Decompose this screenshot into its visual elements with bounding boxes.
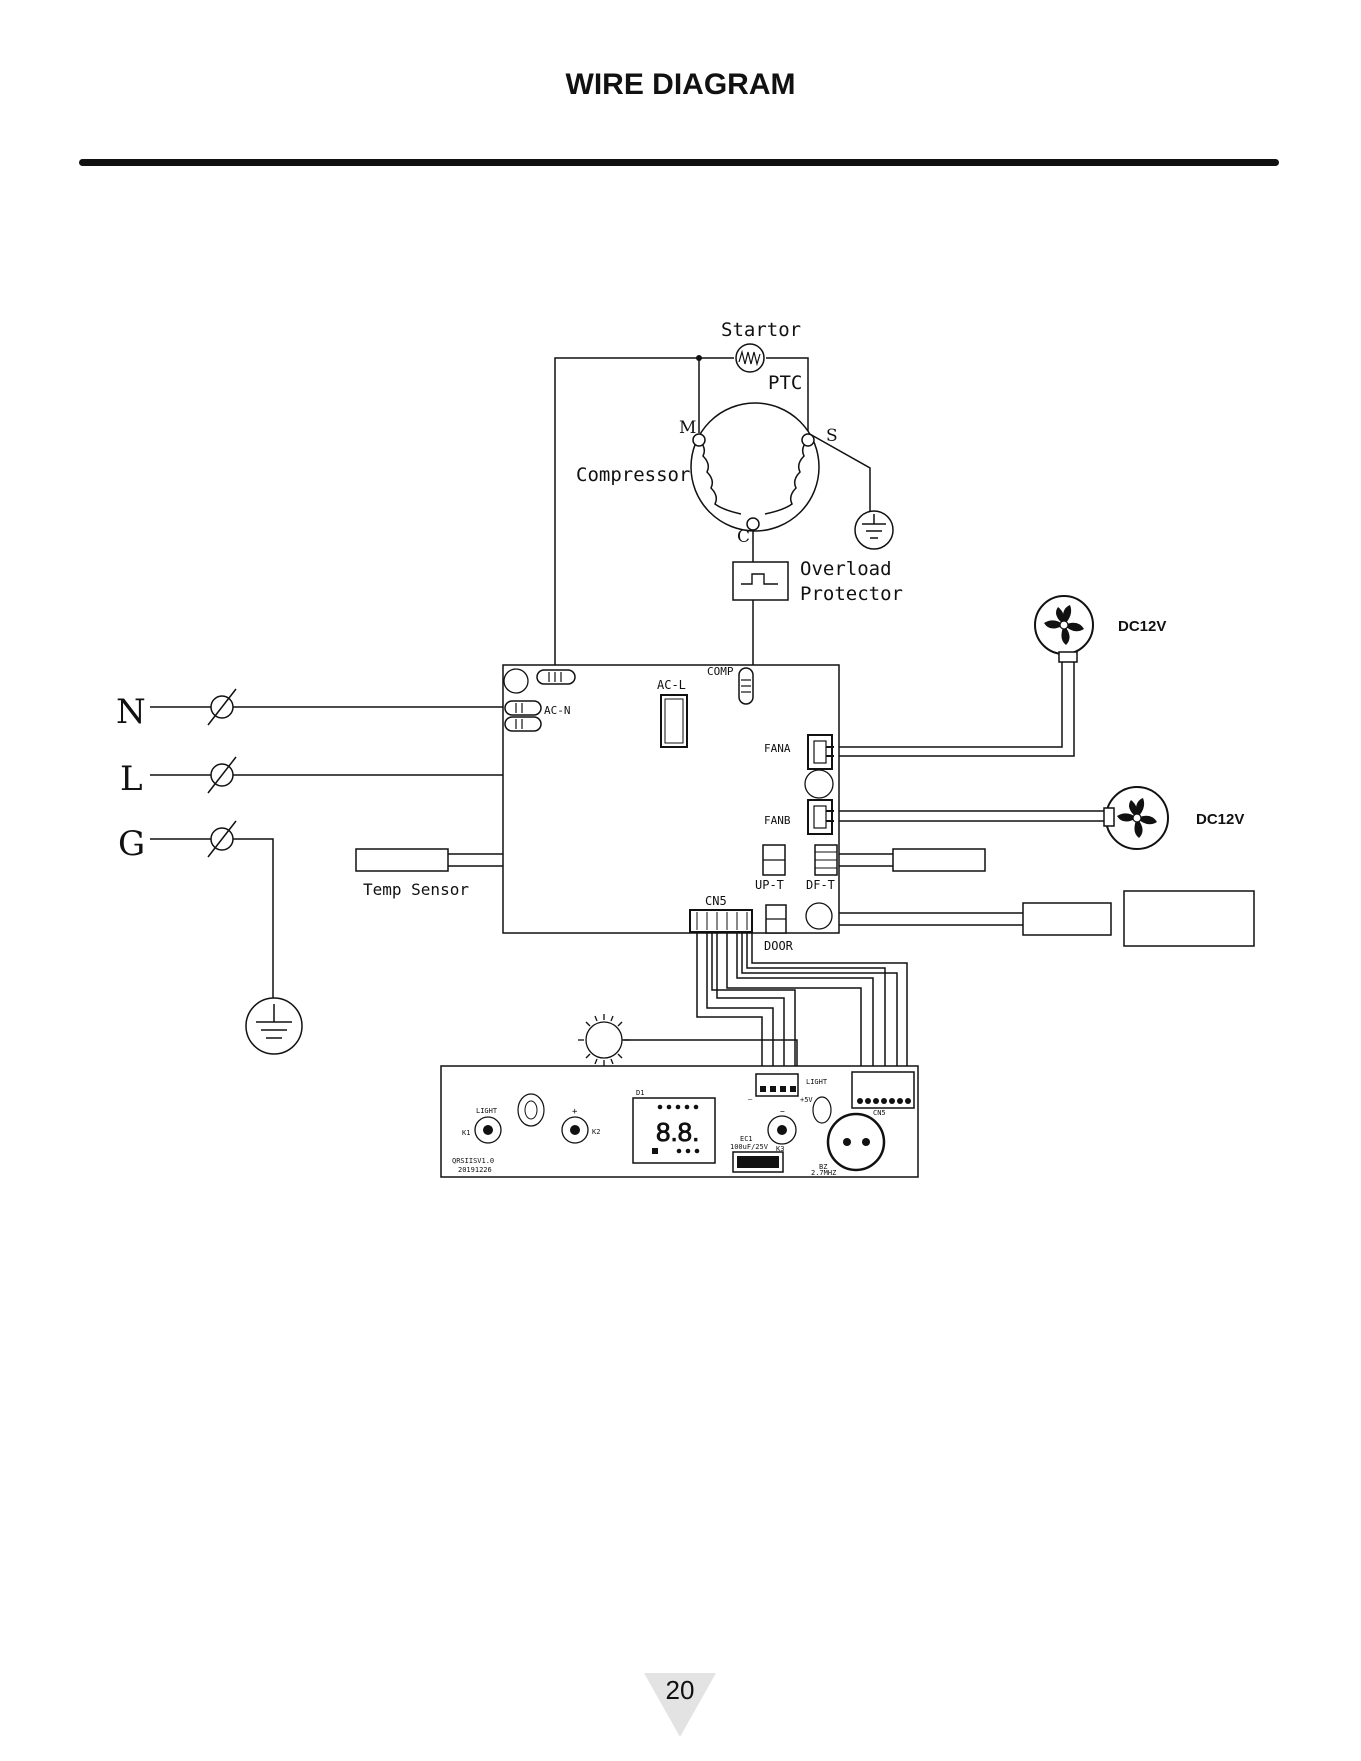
wire-fana	[830, 660, 1062, 747]
board-mount-hole	[806, 903, 832, 929]
wire-fana-2	[830, 660, 1074, 756]
compressor-ground-icon	[855, 511, 893, 549]
bz-label-line2: 2.7MHZ	[811, 1169, 836, 1177]
defrost-sensor-probe	[893, 849, 985, 871]
ec1-capacitor	[733, 1152, 783, 1172]
k2-button[interactable]	[562, 1117, 588, 1143]
display-light-right-label: LIGHT	[806, 1078, 828, 1086]
overload-label-line1: Overload	[800, 558, 892, 580]
display-digits: 8.8.	[656, 1117, 699, 1147]
ec1-label-line1: EC1	[740, 1135, 753, 1143]
fana-label: FANA	[764, 742, 791, 755]
door-connector	[766, 905, 786, 933]
fanb-connector	[808, 800, 834, 834]
fan-a-voltage-label: DC12V	[1118, 618, 1166, 635]
display-cn5-connector	[852, 1072, 914, 1108]
terminal-m-label: M	[679, 418, 696, 438]
ec1-label-line2: 100uF/25V	[730, 1143, 769, 1151]
temp-sensor-probe	[356, 849, 448, 871]
overload-label-line2: Protector	[800, 583, 903, 605]
plus5v-label: +5V	[800, 1096, 813, 1104]
door-switch	[1023, 903, 1111, 935]
lamp-icon	[578, 1014, 630, 1066]
terminal-g-icon	[208, 821, 236, 857]
overload-protector-icon	[733, 562, 788, 600]
compressor-label: Compressor	[576, 464, 690, 486]
model-label-line2: 20191226	[458, 1166, 492, 1174]
k1-label: K1	[462, 1129, 470, 1137]
mains-g-label: G	[118, 824, 145, 864]
terminal-s-label: S	[826, 426, 838, 446]
ac-startor-connector	[537, 670, 575, 684]
page-number: 20	[640, 1675, 720, 1706]
ac-l-relay	[661, 695, 687, 747]
compressor-section: Startor PTC M S C Compressor	[576, 319, 903, 605]
cn5-connector	[690, 910, 752, 932]
buzzer	[828, 1114, 884, 1170]
terminal-l-icon	[208, 757, 236, 793]
page-number-badge: 20	[640, 1671, 720, 1741]
cn5-label: CN5	[705, 894, 727, 908]
ac-l-label: AC-L	[657, 678, 686, 692]
ac-n-label: AC-N	[544, 704, 571, 717]
door-label: DOOR	[764, 939, 794, 953]
display-light-left-label: LIGHT	[476, 1107, 498, 1115]
wire-g	[150, 839, 273, 1004]
board-oval-pad	[518, 1094, 544, 1126]
display-cn5-label: CN5	[873, 1109, 886, 1117]
k1-button[interactable]	[475, 1117, 501, 1143]
fanb-label: FANB	[764, 814, 791, 827]
model-label-line1: QRSIISV1.0	[452, 1157, 494, 1165]
fan-b-icon	[1104, 787, 1168, 849]
df-t-label: DF-T	[806, 878, 835, 892]
startor-label: Startor	[721, 319, 801, 341]
mains-l-label: L	[120, 759, 143, 799]
wire-cn5-5	[737, 930, 873, 1072]
mains-section: N L G	[116, 689, 302, 1054]
earth-ground-icon	[246, 998, 302, 1054]
temp-sensor-label: Temp Sensor	[363, 880, 469, 899]
k2-label: K2	[592, 1128, 600, 1136]
up-t-label: UP-T	[755, 878, 784, 892]
wire-startor-loop	[555, 358, 734, 665]
fana-connector	[808, 735, 834, 769]
main-board: AC-N AC-L COMP FANA FANB	[503, 665, 839, 953]
fan-b-voltage-label: DC12V	[1196, 811, 1244, 828]
terminal-n-icon	[208, 689, 236, 725]
light-connector	[756, 1074, 798, 1096]
svg-text:−: −	[780, 1107, 785, 1116]
comp-connector	[739, 668, 753, 704]
board-mount-hole	[805, 770, 833, 798]
df-t-connector	[815, 845, 837, 875]
svg-text:+: +	[572, 1107, 578, 1117]
up-t-connector	[763, 845, 785, 875]
fan-a-icon	[1035, 596, 1093, 662]
board-mount-hole	[504, 669, 528, 693]
k3-button[interactable]	[768, 1116, 796, 1144]
d1-label: D1	[636, 1089, 644, 1097]
board-oval-pad	[813, 1097, 831, 1123]
door-light-box	[1124, 891, 1254, 946]
startor-ptc-icon	[736, 344, 764, 372]
display-board: LIGHT K1 + K2 D1 8.8.	[441, 1066, 918, 1177]
ptc-label: PTC	[768, 372, 802, 394]
comp-label: COMP	[707, 665, 734, 678]
mains-n-label: N	[116, 692, 146, 732]
